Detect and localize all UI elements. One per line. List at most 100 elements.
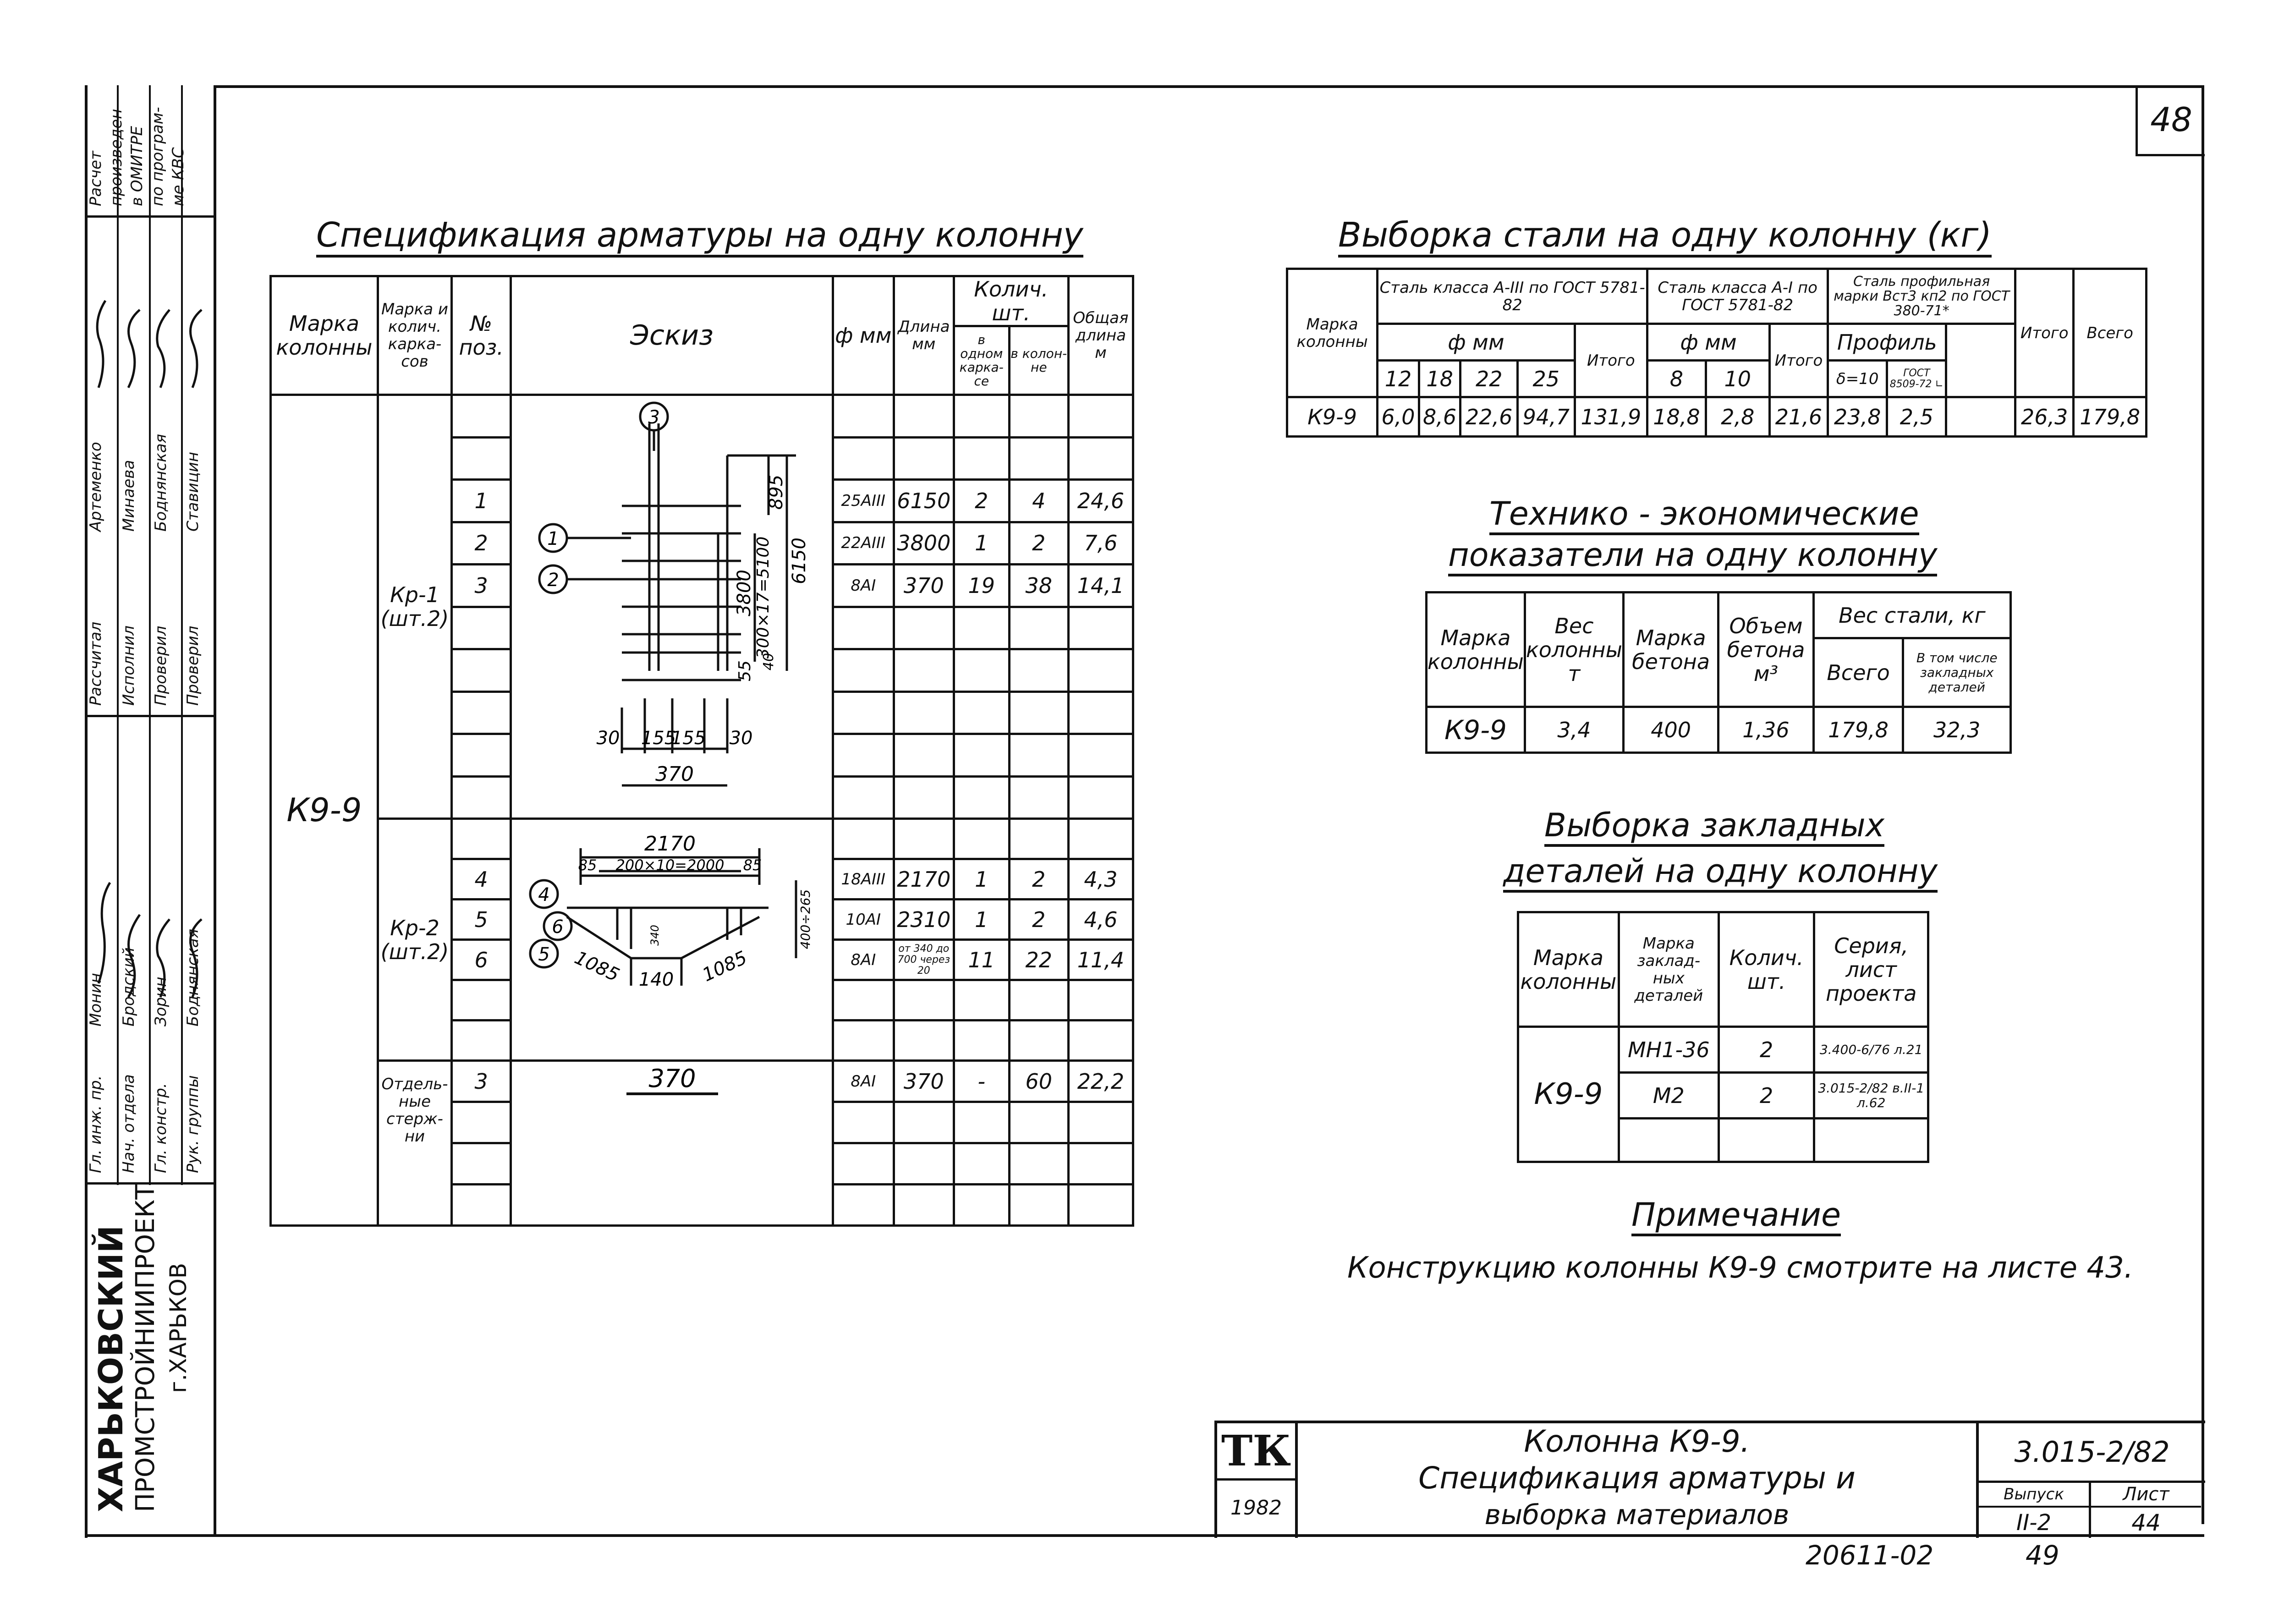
- sketch1-dim-6150: 6150: [789, 538, 810, 584]
- margin-note-4: по програм-: [148, 107, 167, 206]
- row4-total: 4,3: [1067, 858, 1135, 900]
- tech-h-volume: Объем бетона м³: [1717, 591, 1815, 708]
- stamp-issue-box: Выпуск II-2: [1979, 1483, 2091, 1538]
- sketch2-dim-step: 200×10=2000: [616, 856, 725, 874]
- spec-h-sketch: Эскиз: [510, 275, 834, 396]
- spec-h-col-mark: Марка колонны: [269, 275, 379, 396]
- row5-qc: 2: [1008, 898, 1070, 941]
- row4-len: 2170: [892, 858, 955, 900]
- sheet-corner-number: 48: [2150, 100, 2192, 139]
- sketch1-dim-step: 300×17=5100: [754, 537, 773, 658]
- spec-row-1: 1 25AIII 6150 2 4 24,6: [271, 478, 1135, 523]
- row6-qc: 22: [1008, 938, 1070, 981]
- steel-h-d12: 12: [1376, 359, 1420, 398]
- sketch2-dim-mid: 340: [648, 925, 661, 946]
- spec-table: Марка колонны Марка и колич. карка- сов …: [269, 275, 1135, 1227]
- steel-h-itogo2: Итого: [1768, 323, 1829, 398]
- stamp-sheet-label: Лист: [2091, 1483, 2201, 1508]
- row2-total: 7,6: [1067, 521, 1135, 565]
- row5-pos: 5: [450, 898, 512, 941]
- frame-1-label: Кр-1: [390, 582, 439, 607]
- stamp-title-2: Спецификация арматуры и: [1418, 1460, 1856, 1496]
- embed-h-series: Серия, лист проекта: [1813, 911, 1929, 1028]
- embed-column: К9-9: [1517, 1026, 1620, 1163]
- steel-h-p1: δ=10: [1827, 359, 1889, 398]
- frame-2-label: Кр-2: [390, 915, 439, 940]
- row4-qf: 1: [952, 858, 1010, 900]
- row4-phi: 18AIII: [831, 858, 895, 900]
- stamp-right-box: 3.015-2/82 Выпуск II-2 Лист 44: [1976, 1423, 2205, 1538]
- spec-frame-3: Отдель- ные стерж- ни: [376, 1059, 453, 1227]
- stamp-title-3: выборка материалов: [1484, 1499, 1790, 1531]
- row2-phi: 22AIII: [831, 521, 895, 565]
- spec-h-qty-col: в колон- не: [1008, 325, 1070, 396]
- embed-title-2: деталей на одну колонну: [1503, 852, 1938, 893]
- steel-v12: 6,0: [1376, 396, 1420, 438]
- sketch1-dim-895: 895: [766, 475, 787, 510]
- tech-h-steel: Вес стали, кг: [1812, 591, 2012, 639]
- spec-row-4: 4 18AIII 2170 1 2 4,3: [271, 858, 1135, 900]
- frame-bottom-line: [85, 1534, 2204, 1537]
- sketch3-dim-370: 370: [649, 1064, 696, 1093]
- steel-h-phi3: ф мм: [1376, 323, 1576, 362]
- note-title: Примечание: [1631, 1196, 1841, 1236]
- sketch2-dim-85b: 85: [743, 856, 762, 874]
- row1-qf: 2: [952, 478, 1010, 523]
- sketch1-mark-1: 1: [547, 528, 559, 549]
- steel-total: 179,8: [2072, 396, 2147, 438]
- embed-h-qty: Колич. шт.: [1717, 911, 1816, 1028]
- row7-total: 22,2: [1067, 1059, 1135, 1103]
- steel-title: Выборка стали на одну колонну (кг): [1338, 215, 1992, 258]
- row2-len: 3800: [892, 521, 955, 565]
- steel-row: К9-9 6,0 8,6 22,6 94,7 131,9 18,8 2,8 21…: [1285, 396, 2147, 438]
- row7-qc: 60: [1008, 1059, 1070, 1103]
- steel-it1: 131,9: [1573, 396, 1649, 438]
- row5-len: 2310: [892, 898, 955, 941]
- row4-qc: 2: [1008, 858, 1070, 900]
- bottom-number: 20611-02: [1806, 1540, 1934, 1571]
- sketch1-mark-3: 3: [648, 407, 659, 428]
- steel-h-itogo3: Итого: [2014, 268, 2075, 398]
- row3-len: 370: [892, 563, 955, 608]
- row5-phi: 10AI: [831, 898, 895, 941]
- row1-total: 24,6: [1067, 478, 1135, 523]
- steel-p1: 23,8: [1827, 396, 1889, 438]
- steel-p2: 2,5: [1886, 396, 1948, 438]
- tech-title-1: Технико - экономические: [1489, 495, 1919, 535]
- embed-title-1: Выборка закладных: [1544, 807, 1885, 847]
- steel-h-class3: Сталь класса А-III по ГОСТ 5781-82: [1376, 268, 1649, 325]
- sketch1-dim-3800: 3800: [734, 570, 755, 616]
- row6-pos: 6: [450, 938, 512, 981]
- row6-len: от 340 до 700 через 20: [892, 938, 955, 981]
- sheet-corner-box: 48: [2136, 85, 2205, 156]
- spec-h-phi: ф мм: [831, 275, 895, 396]
- spec-body: К9-9 Кр-1 (шт.2): [269, 394, 1135, 1227]
- sketch1-dim-155b: 155: [671, 728, 706, 749]
- sketch-cell-2: 2170 200×10=2000 85 85 1085 140 1085 400…: [510, 817, 834, 1062]
- bottom-page: 49: [2026, 1540, 2059, 1571]
- note-text: Конструкцию колонны К9-9 смотрите на лис…: [1347, 1251, 2134, 1285]
- stamp-issue-label: Выпуск: [1979, 1483, 2089, 1508]
- frame-left-line: [85, 85, 88, 1538]
- spec-row-6: 6 8AI от 340 до 700 через 20 11 22 11,4: [271, 938, 1135, 981]
- tech-h-incl: В том числе закладных деталей: [1902, 637, 2012, 708]
- sketch1-dim-370: 370: [655, 763, 694, 786]
- stamp-block: ТК 1982 Колонна К9-9. Спецификация армат…: [1214, 1421, 2205, 1538]
- steel-h-phi1: ф мм: [1646, 323, 1771, 362]
- row3-phi: 8AI: [831, 563, 895, 608]
- steel-v18: 8,6: [1417, 396, 1462, 438]
- row6-qf: 11: [952, 938, 1010, 981]
- row5-total: 4,6: [1067, 898, 1135, 941]
- org-name-line3: г.ХАРЬКОВ: [165, 1262, 192, 1393]
- steel-mark: К9-9: [1285, 396, 1379, 438]
- sketch1-dim-155a: 155: [641, 728, 676, 749]
- margin-col-3: [181, 85, 183, 1185]
- sketch2-mark-6: 6: [552, 916, 563, 938]
- row1-pos: 1: [450, 478, 512, 523]
- tech-weight: 3,4: [1523, 706, 1625, 754]
- margin-note-3: в ОМИТРЕ: [128, 126, 146, 206]
- row5-qf: 1: [952, 898, 1010, 941]
- steel-h-d25: 25: [1516, 359, 1576, 398]
- sketch2-dim-85a: 85: [578, 856, 597, 874]
- row4-pos: 4: [450, 858, 512, 900]
